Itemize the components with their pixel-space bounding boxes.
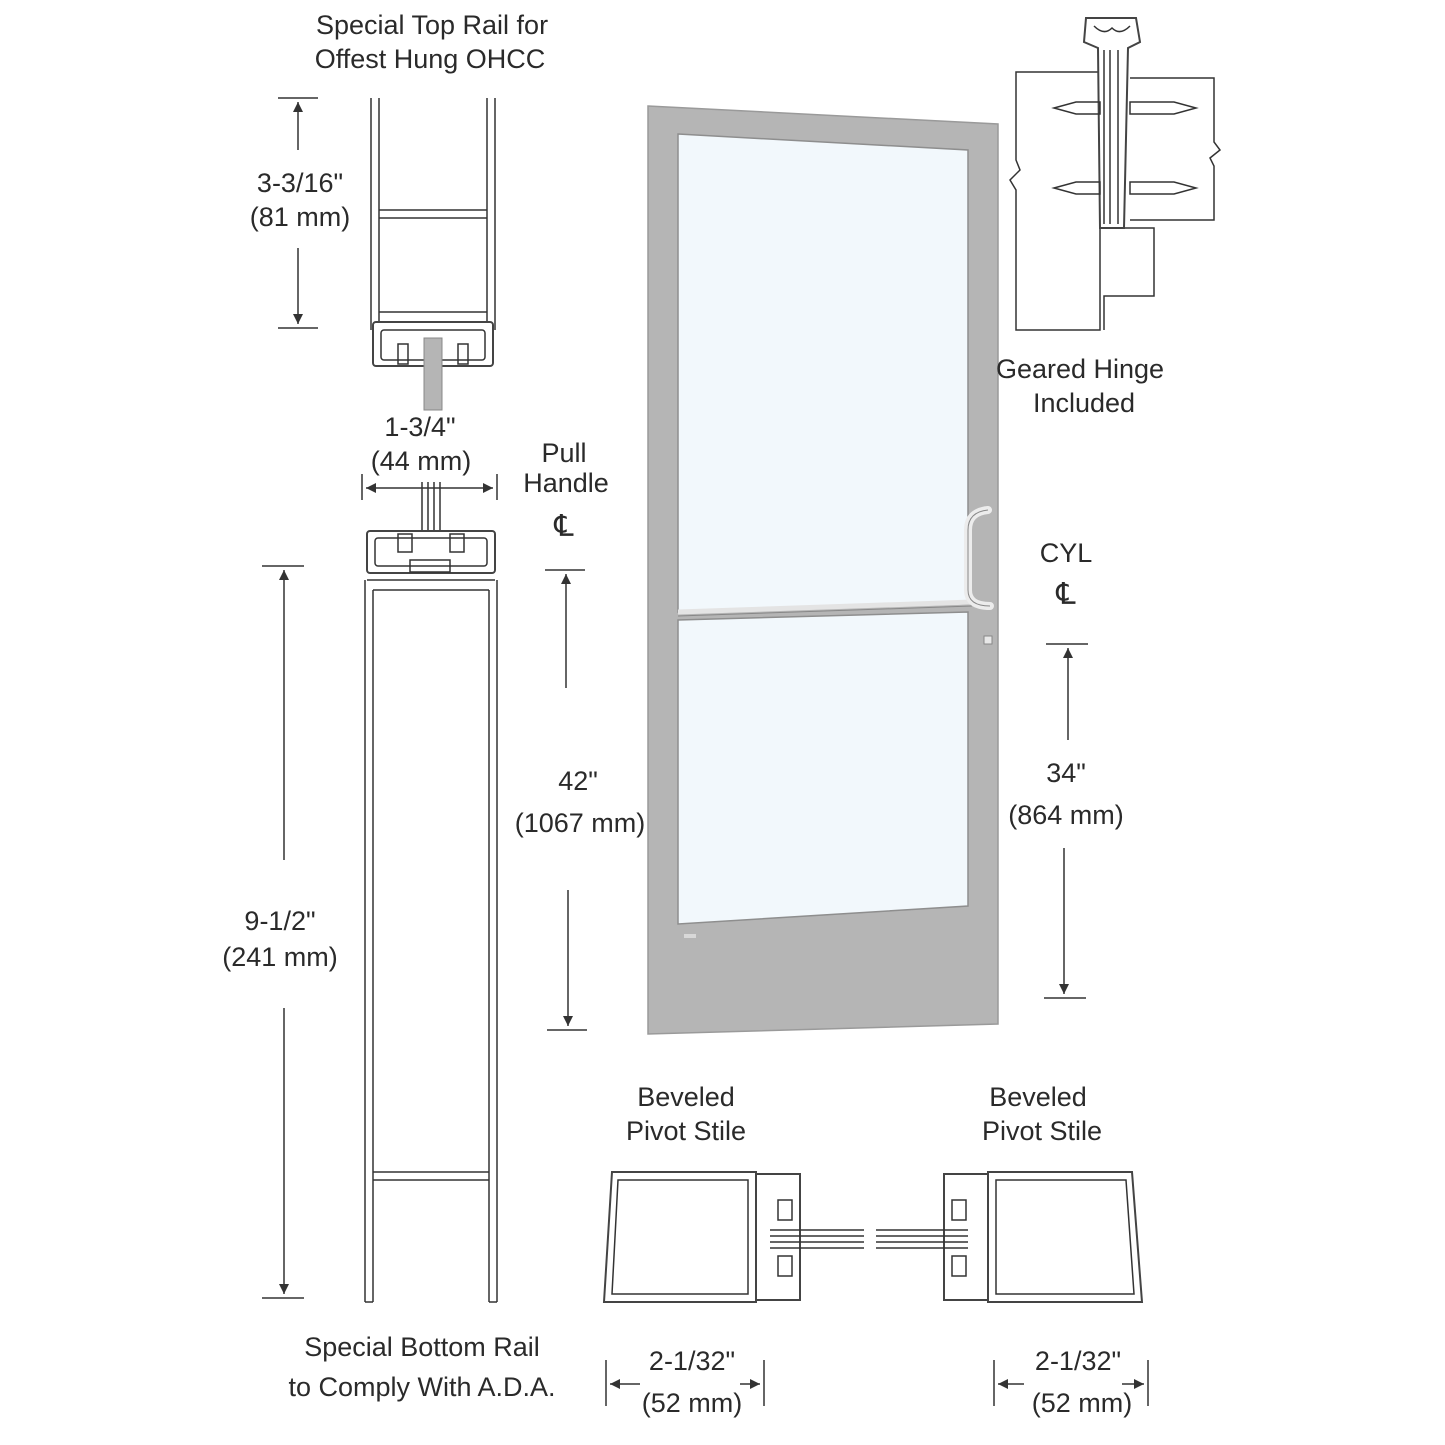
bottom-rail-height-in: 9-1/2" — [244, 906, 315, 936]
stile-left-title-line2: Pivot Stile — [626, 1116, 746, 1146]
top-rail-title-line1: Special Top Rail for — [316, 10, 548, 40]
bottom-rail-title-line2: to Comply With A.D.A. — [288, 1372, 555, 1402]
stile-right-title-line1: Beveled — [989, 1082, 1087, 1112]
top-rail-profile: Special Top Rail for Offest Hung OHCC 3-… — [250, 10, 548, 411]
cyl-label: CYL — [1040, 538, 1093, 568]
bottom-rail-profile: 9-1/2" (241 mm) Special Bottom Rail to C… — [222, 482, 556, 1402]
cylinder-dimension: CYL ℄ 34" (864 mm) — [1008, 538, 1124, 999]
pull-handle-label-line2: Handle — [523, 468, 609, 498]
stile-left-width-mm: (52 mm) — [642, 1388, 743, 1418]
pivot-stile-right: Beveled Pivot Stile 2-1/32" (52 mm) — [876, 1082, 1149, 1418]
cyl-height-mm: (864 mm) — [1008, 800, 1124, 830]
pull-handle-centerline: ℄ — [553, 510, 574, 543]
geared-hinge-detail: Geared Hinge Included — [996, 17, 1222, 418]
cyl-centerline: ℄ — [1055, 578, 1076, 611]
top-rail-height-mm: (81 mm) — [250, 202, 351, 232]
rail-width-dimension: 1-3/4" (44 mm) — [361, 412, 498, 500]
cyl-height-in: 34" — [1046, 758, 1086, 788]
rail-width-in: 1-3/4" — [384, 412, 455, 442]
stile-left-width-in: 2-1/32" — [649, 1346, 735, 1376]
pull-handle-dimension: Pull Handle ℄ 42" (1067 mm) — [515, 438, 646, 1031]
pull-handle-label-line1: Pull — [541, 438, 586, 468]
stile-left-title-line1: Beveled — [637, 1082, 735, 1112]
bottom-rail-height-mm: (241 mm) — [222, 942, 338, 972]
pull-height-in: 42" — [558, 766, 598, 796]
pivot-stile-left: Beveled Pivot Stile 2-1/32" (52 mm) — [602, 1082, 864, 1418]
rail-width-mm: (44 mm) — [371, 446, 472, 476]
stile-right-title-line2: Pivot Stile — [982, 1116, 1102, 1146]
top-rail-title-line2: Offest Hung OHCC — [315, 44, 546, 74]
stile-right-width-in: 2-1/32" — [1035, 1346, 1121, 1376]
geared-hinge-label-line2: Included — [1033, 388, 1135, 418]
bottom-rail-title-line1: Special Bottom Rail — [304, 1332, 540, 1362]
geared-hinge-label-line1: Geared Hinge — [996, 354, 1164, 384]
door-elevation — [647, 105, 999, 1035]
top-rail-height-in: 3-3/16" — [257, 168, 343, 198]
stile-right-width-mm: (52 mm) — [1032, 1388, 1133, 1418]
pull-height-mm: (1067 mm) — [515, 808, 646, 838]
